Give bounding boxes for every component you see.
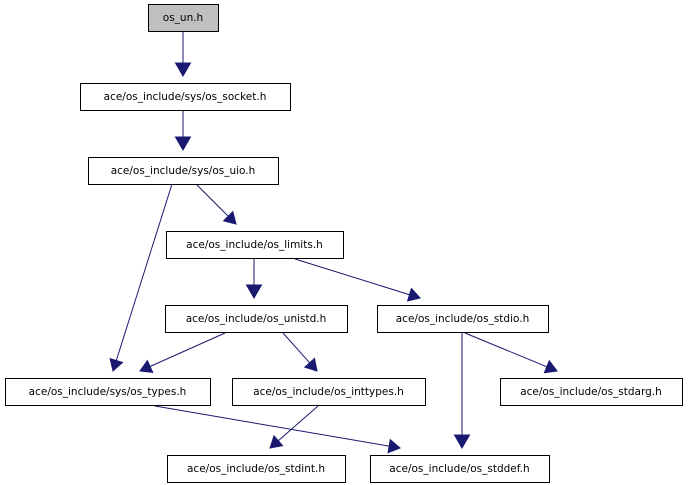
edge-os_unistd-to-os_inttypes (282, 332, 318, 372)
node-os_stddef[interactable]: ace/os_include/os_stddef.h (370, 455, 550, 483)
edge-line (115, 183, 173, 361)
node-os_stdarg[interactable]: ace/os_include/os_stdarg.h (500, 378, 683, 406)
arrowhead-icon (543, 359, 558, 374)
edge-line (195, 183, 229, 217)
node-os_un[interactable]: os_un.h (148, 4, 219, 32)
edge-os_uio-to-os_limits (195, 183, 237, 225)
node-label: ace/os_include/sys/os_types.h (29, 386, 187, 398)
edge-os_uio-to-os_types (109, 183, 173, 372)
node-box[interactable] (148, 4, 219, 32)
node-os_stdint[interactable]: ace/os_include/os_stdint.h (167, 455, 346, 483)
node-label: ace/os_include/os_stdint.h (187, 463, 325, 475)
arrowhead-icon (406, 287, 421, 302)
edge-os_unistd-to-os_types (139, 332, 226, 374)
node-os_unistd[interactable]: ace/os_include/os_unistd.h (165, 305, 348, 333)
arrowhead-icon (303, 357, 318, 372)
node-box[interactable] (166, 231, 344, 259)
arrowhead-icon (222, 210, 237, 225)
arrowhead-icon (109, 357, 124, 372)
node-os_stdio[interactable]: ace/os_include/os_stdio.h (377, 305, 549, 333)
arrowhead-icon (174, 136, 192, 152)
edge-os_stdio-to-os_stddef (453, 333, 471, 450)
edge-os_limits-to-os_unistd (245, 258, 263, 300)
node-os_uio[interactable]: ace/os_include/sys/os_uio.h (88, 157, 279, 185)
edge-line (277, 405, 319, 442)
arrowhead-icon (139, 359, 154, 374)
node-os_inttypes[interactable]: ace/os_include/os_inttypes.h (232, 378, 426, 406)
node-os_socket[interactable]: ace/os_include/sys/os_socket.h (80, 83, 291, 111)
node-label: ace/os_include/os_inttypes.h (253, 386, 404, 398)
node-label: ace/os_include/os_unistd.h (186, 313, 327, 325)
node-label: ace/os_include/os_stdarg.h (520, 386, 662, 398)
node-label: ace/os_include/os_stdio.h (396, 313, 529, 325)
arrowhead-icon (387, 438, 401, 454)
edge-line (464, 332, 548, 368)
node-box[interactable] (232, 378, 426, 406)
node-os_types[interactable]: ace/os_include/sys/os_types.h (5, 378, 211, 406)
edge-line (294, 258, 410, 296)
edge-os_stdio-to-os_stdarg (464, 332, 558, 374)
edge-os_inttypes-to-os_stdint (269, 405, 319, 449)
node-box[interactable] (5, 378, 211, 406)
edge-line (149, 332, 226, 367)
edge-line (282, 332, 311, 364)
node-box[interactable] (88, 157, 279, 185)
node-box[interactable] (165, 305, 348, 333)
arrowhead-icon (269, 434, 284, 449)
node-box[interactable] (370, 455, 550, 483)
node-label: ace/os_include/os_limits.h (186, 239, 323, 251)
node-label: ace/os_include/os_stddef.h (389, 463, 529, 475)
node-box[interactable] (377, 305, 549, 333)
nodes-layer: os_un.h ace/os_include/sys/os_socket.hace… (5, 4, 683, 483)
node-label: ace/os_include/sys/os_socket.h (104, 91, 267, 103)
edge-os_socket-to-os_uio (174, 110, 192, 152)
node-box[interactable] (80, 83, 291, 111)
arrowhead-icon (453, 434, 471, 450)
edge-os_un-to-os_socket (174, 31, 192, 78)
node-label: os_un.h (163, 12, 203, 24)
edge-line (154, 405, 390, 447)
node-label: ace/os_include/sys/os_uio.h (111, 165, 256, 177)
arrowhead-icon (245, 284, 263, 300)
node-os_limits[interactable]: ace/os_include/os_limits.h (166, 231, 344, 259)
edge-os_limits-to-os_stdio (294, 258, 421, 302)
edges-layer (109, 31, 558, 454)
edge-os_types-to-os_stddef (154, 405, 401, 454)
node-box[interactable] (500, 378, 683, 406)
arrowhead-icon (174, 62, 192, 78)
node-box[interactable] (167, 455, 346, 483)
